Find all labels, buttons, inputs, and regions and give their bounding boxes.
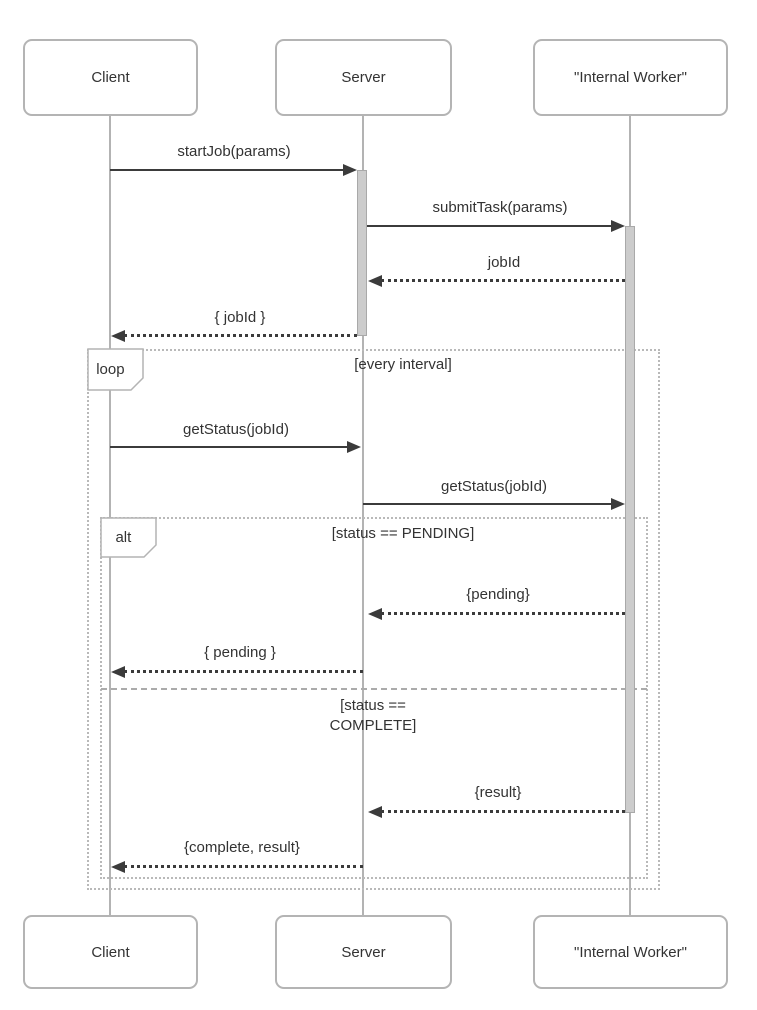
arrowhead-icon <box>347 441 361 453</box>
fragment-label-shape <box>87 348 144 391</box>
message-label: submitTask(params) <box>432 199 568 216</box>
message-label: {result} <box>474 784 522 801</box>
lifeline-server <box>362 115 364 915</box>
message-arrow-startjob <box>110 169 344 171</box>
message-arrow-getstatus-2 <box>363 503 612 505</box>
message-label: { pending } <box>204 644 276 661</box>
loop-guard-label: [every interval] <box>354 356 452 373</box>
message-return-jobid-client <box>124 334 357 337</box>
loop-operator-badge: loop <box>87 348 144 391</box>
fragment-label-shape <box>100 517 157 558</box>
arrowhead-icon <box>111 330 125 342</box>
message-return-pending <box>381 612 625 615</box>
participant-worker-bottom: "Internal Worker" <box>533 915 728 989</box>
lifeline-client <box>109 115 111 915</box>
participant-worker-top: "Internal Worker" <box>533 39 728 116</box>
arrowhead-icon <box>343 164 357 176</box>
activation-bar-worker <box>625 226 635 813</box>
message-label: {pending} <box>466 586 530 603</box>
arrowhead-icon <box>368 806 382 818</box>
arrowhead-icon <box>368 275 382 287</box>
message-return-result <box>381 810 625 813</box>
message-return-jobid <box>381 279 625 282</box>
activation-bar-server <box>357 170 367 336</box>
message-label: jobId <box>487 254 521 271</box>
alt-guard-complete: [status == COMPLETE] <box>329 697 417 734</box>
arrowhead-icon <box>111 666 125 678</box>
message-label: getStatus(jobId) <box>183 421 289 438</box>
arrowhead-icon <box>111 861 125 873</box>
message-label: { jobId } <box>214 309 266 326</box>
message-label: getStatus(jobId) <box>441 478 547 495</box>
arrowhead-icon <box>611 498 625 510</box>
participant-client-top: Client <box>23 39 198 116</box>
message-return-complete <box>124 865 363 868</box>
message-label: {complete, result} <box>184 839 300 856</box>
loop-operator-label: loop <box>96 361 125 378</box>
participant-server-top: Server <box>275 39 452 116</box>
arrowhead-icon <box>368 608 382 620</box>
alt-guard-pending: [status == PENDING] <box>331 525 475 542</box>
message-return-pending-client <box>124 670 363 673</box>
alt-operator-badge: alt <box>100 517 157 558</box>
message-arrow-submittask <box>367 225 612 227</box>
message-arrow-getstatus-1 <box>110 446 348 448</box>
alt-fragment <box>100 517 648 879</box>
participant-client-bottom: Client <box>23 915 198 989</box>
alt-divider <box>101 688 647 690</box>
participant-server-bottom: Server <box>275 915 452 989</box>
alt-operator-label: alt <box>115 529 132 546</box>
arrowhead-icon <box>611 220 625 232</box>
message-label: startJob(params) <box>177 143 291 160</box>
loop-fragment <box>87 349 660 890</box>
